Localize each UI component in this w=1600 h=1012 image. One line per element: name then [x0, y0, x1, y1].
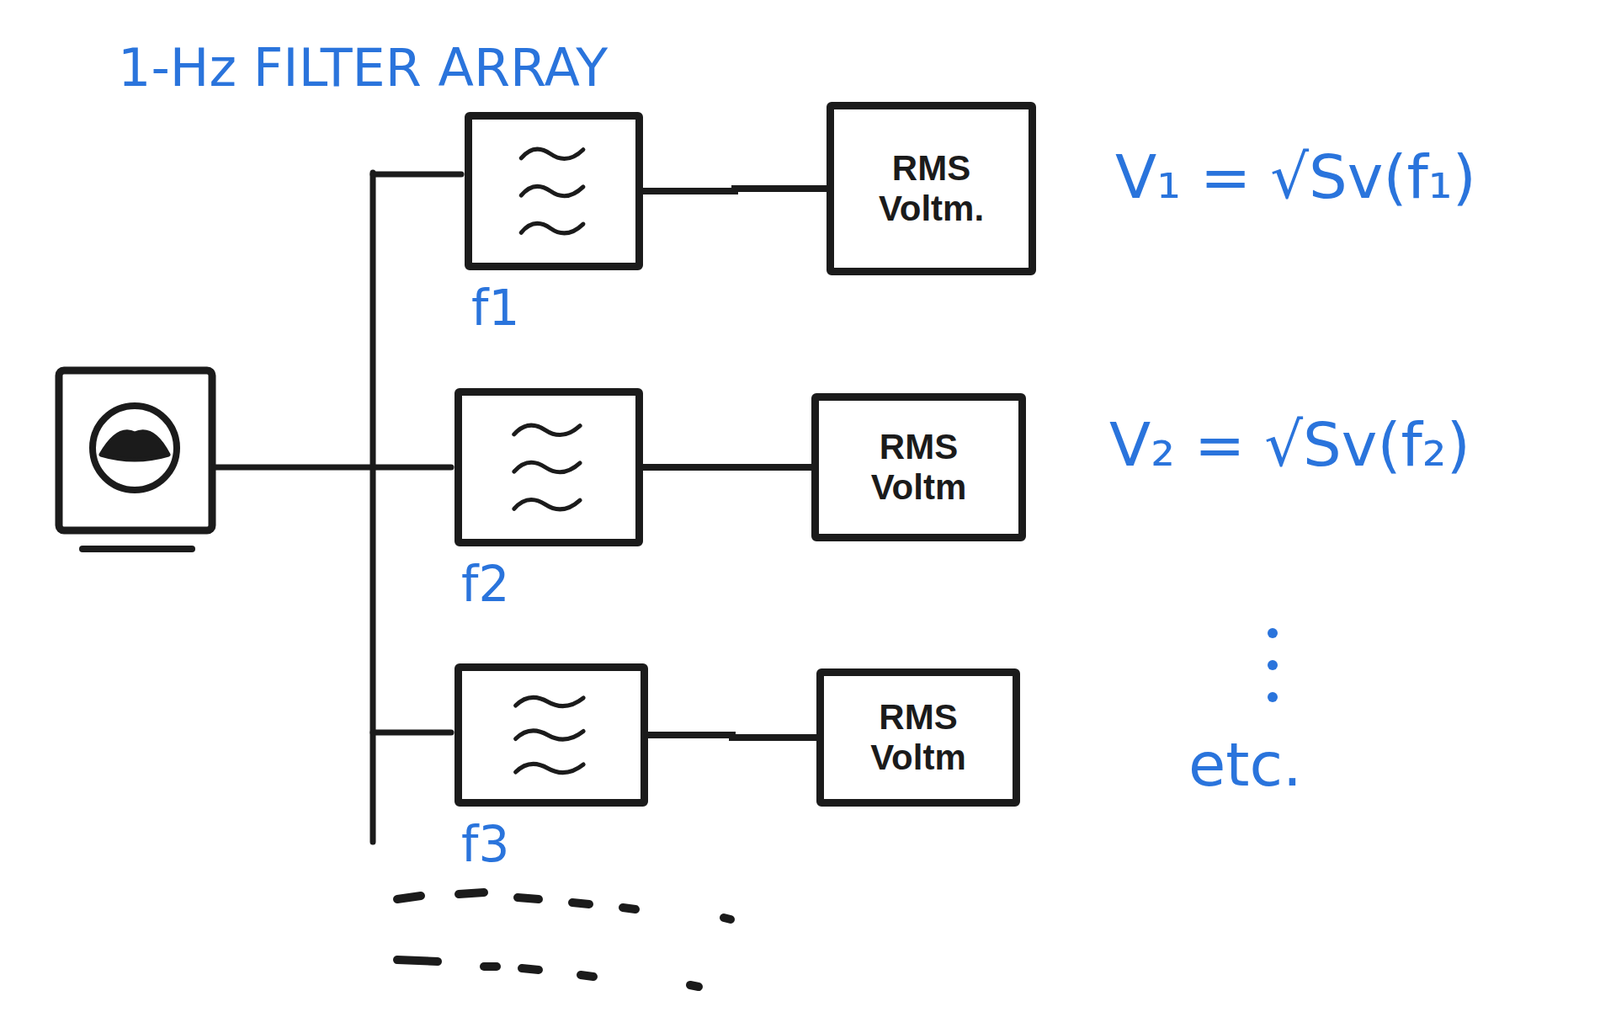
signal-wire — [643, 463, 812, 471]
note: etc. — [1188, 728, 1303, 800]
filter-box — [464, 111, 644, 271]
branch-wire — [372, 464, 452, 471]
filter-symbol — [472, 119, 636, 263]
bus-wire — [370, 172, 377, 842]
diagram-title: 1-Hz FILTER ARRAY — [117, 37, 608, 99]
source-wire — [212, 464, 373, 471]
instrument-label: RMS Voltm — [846, 696, 990, 779]
instrument-label: RMS Voltm — [847, 426, 991, 509]
voltmeter-box: RMS Voltm — [816, 668, 1021, 807]
voltmeter-box: RMS Voltm — [811, 393, 1026, 542]
filter-node: f1 — [464, 111, 644, 336]
filter-node: f2 — [454, 388, 644, 612]
branch-wire — [372, 171, 462, 178]
source-box — [58, 370, 213, 531]
source-base — [82, 545, 192, 553]
filter-label: f1 — [471, 281, 644, 336]
instrument-label: RMS Voltm. — [860, 148, 1004, 230]
voltmeter-box: RMS Voltm. — [826, 101, 1037, 276]
formula: V₁ = √Sv(f₁) — [1115, 141, 1477, 213]
branch-wire — [372, 729, 452, 736]
continuation-dashes — [397, 892, 731, 987]
filter-box — [454, 388, 644, 547]
filter-symbol — [462, 395, 636, 539]
filter-label: f2 — [461, 558, 644, 612]
filter-node: f3 — [454, 663, 649, 872]
filter-symbol — [462, 670, 641, 799]
formula: V₂ = √Sv(f₂) — [1109, 409, 1471, 480]
signal-wire — [648, 734, 817, 738]
filter-box — [454, 663, 649, 807]
source-dial — [92, 405, 177, 490]
filter-label: f3 — [461, 818, 649, 872]
source-symbol — [100, 431, 169, 460]
ellipsis-dots — [1267, 627, 1278, 702]
signal-wire — [643, 188, 827, 192]
